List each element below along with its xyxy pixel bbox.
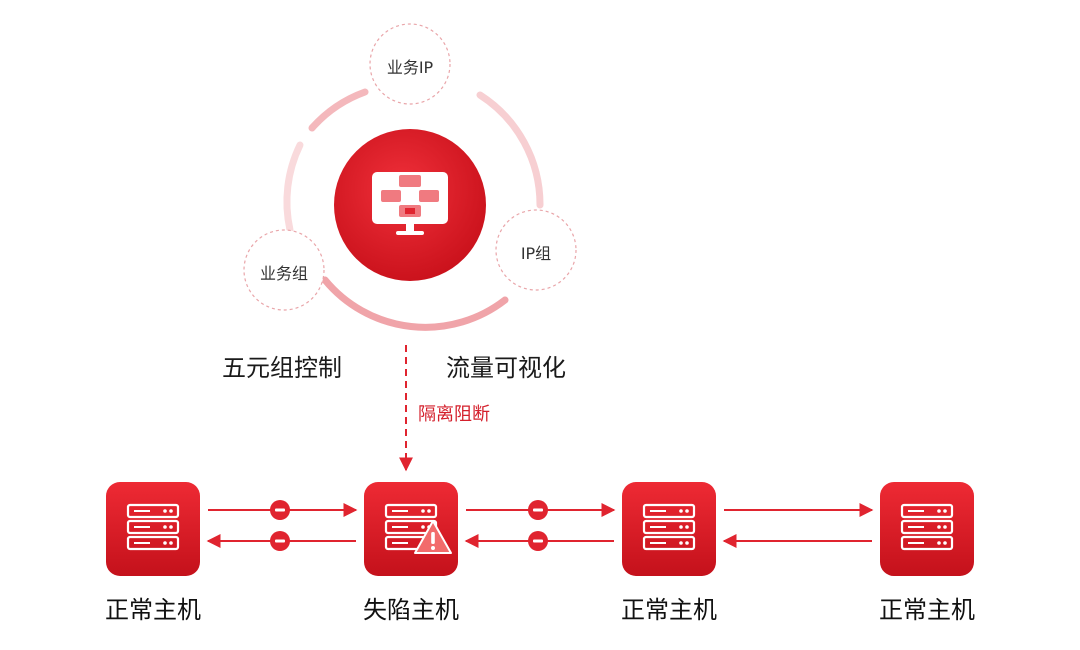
- ring-arc-left: [283, 141, 304, 234]
- host-link-2: [464, 500, 616, 551]
- host-link-1: [206, 500, 358, 551]
- ring-arc-bottom: [321, 276, 509, 331]
- server-icon: [900, 503, 954, 551]
- bubble-ip-group: [495, 209, 577, 291]
- host-node-3: [622, 482, 716, 576]
- ring-arc-top: [308, 88, 369, 132]
- block-icon: [270, 500, 290, 520]
- bubble-business-ip: [369, 23, 451, 105]
- host-label-1: 正常主机: [105, 596, 201, 624]
- server-icon: [642, 503, 696, 551]
- bubble-label-business-group: 业务组: [259, 264, 308, 283]
- block-icon: [270, 531, 290, 551]
- block-icon: [528, 500, 548, 520]
- host-label-4: 正常主机: [879, 596, 975, 624]
- server-icon: [126, 503, 180, 551]
- host-link-3: [722, 503, 874, 548]
- host-node-2: [364, 482, 458, 576]
- feature-five-tuple-control: 五元组控制: [222, 354, 342, 382]
- central-controller: [334, 129, 486, 281]
- action-isolation-block: 隔离阻断: [418, 404, 490, 425]
- host-links: [206, 500, 874, 551]
- bubble-business-group: [243, 229, 325, 311]
- network-monitor-icon: [372, 172, 448, 235]
- block-icon: [528, 531, 548, 551]
- bubble-label-business-ip: 业务IP: [386, 58, 434, 77]
- warning-icon: [414, 520, 452, 554]
- bubble-label-ip-group: IP组: [520, 244, 552, 263]
- host-label-3: 正常主机: [621, 596, 717, 624]
- central-ring: [283, 88, 544, 331]
- host-nodes: [106, 482, 974, 576]
- ring-arc-right: [476, 91, 544, 209]
- host-node-4: [880, 482, 974, 576]
- feature-traffic-visualization: 流量可视化: [446, 354, 566, 382]
- host-node-1: [106, 482, 200, 576]
- host-label-2: 失陷主机: [363, 596, 459, 624]
